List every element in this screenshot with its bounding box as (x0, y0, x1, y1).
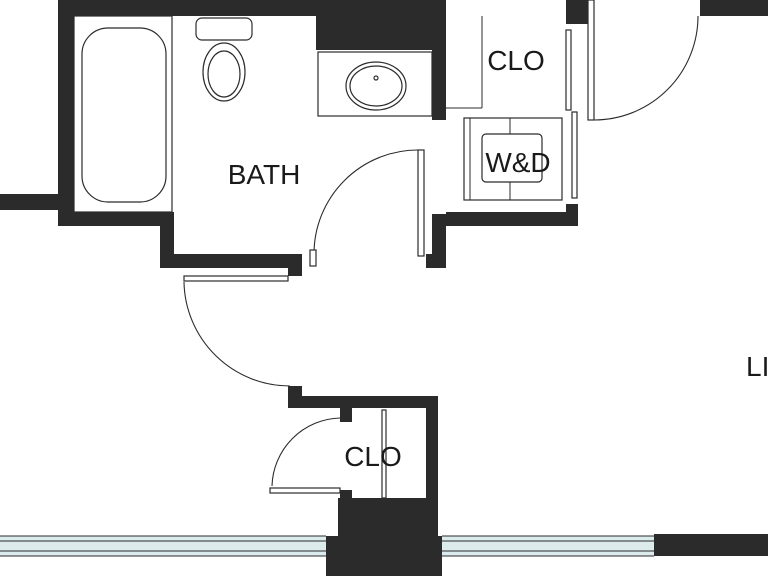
closet2-slider (381, 409, 387, 499)
room-labels: BATH CLO W&D CLO LI (228, 45, 768, 472)
bathtub-inner (81, 27, 167, 203)
sink-icon (317, 51, 433, 117)
exterior-wall-right (700, 0, 768, 16)
washer-dryer-icon (463, 117, 563, 201)
bathtub (73, 15, 173, 213)
wall-bath-closet (432, 0, 446, 120)
room-label-closet-bottom: CLO (344, 441, 402, 472)
window-glass (442, 536, 654, 556)
bath-door-stub (288, 254, 302, 276)
vanity-block (316, 0, 444, 50)
window-glass (0, 536, 326, 556)
door-swing-arc (593, 15, 699, 121)
window-bottom-middle (442, 535, 654, 557)
bath-wall-bottom-left (58, 212, 174, 226)
door-leaf (587, 0, 595, 121)
sink-drain (373, 75, 379, 81)
toilet-icon (195, 17, 253, 102)
pocket-door-bath (417, 149, 425, 257)
column-base (326, 536, 442, 576)
closet2-inner-stub (340, 396, 352, 422)
door-swing-arc (271, 417, 341, 487)
bath-wall-left (58, 0, 74, 226)
room-label-bath: BATH (228, 159, 301, 190)
bifold-door-laundry (571, 111, 578, 199)
closet-top-shelving (446, 16, 483, 109)
sliding-doors (381, 29, 578, 499)
exterior-wall-left (0, 194, 60, 210)
bifold-door-closet (565, 29, 572, 111)
exterior-wall-bottom-right (654, 534, 768, 556)
wall-bath-laundry (432, 214, 446, 266)
bath-wall-bottom (160, 254, 302, 268)
door-leaf (183, 275, 289, 282)
closet-top-cap (566, 0, 588, 24)
sink-basin-inner (349, 65, 403, 107)
swing-doors (183, 0, 699, 494)
window-bottom-left (0, 535, 326, 557)
washer-dryer-lid (481, 133, 543, 183)
toilet-seat (207, 50, 241, 98)
door-swing-arc (313, 149, 419, 255)
room-label-closet-top: CLO (487, 45, 545, 76)
laundry-bottom-wall (446, 212, 578, 226)
door-swing-arc (183, 281, 291, 387)
laundry-right-cap (566, 204, 578, 226)
door-leaf (309, 249, 317, 267)
room-label-living: LI (746, 351, 768, 382)
room-label-laundry: W&D (485, 147, 550, 178)
door-leaf (269, 487, 341, 494)
wall-bath-right-cap (426, 254, 446, 268)
closet2-top (288, 396, 438, 408)
toilet-tank (195, 17, 253, 41)
